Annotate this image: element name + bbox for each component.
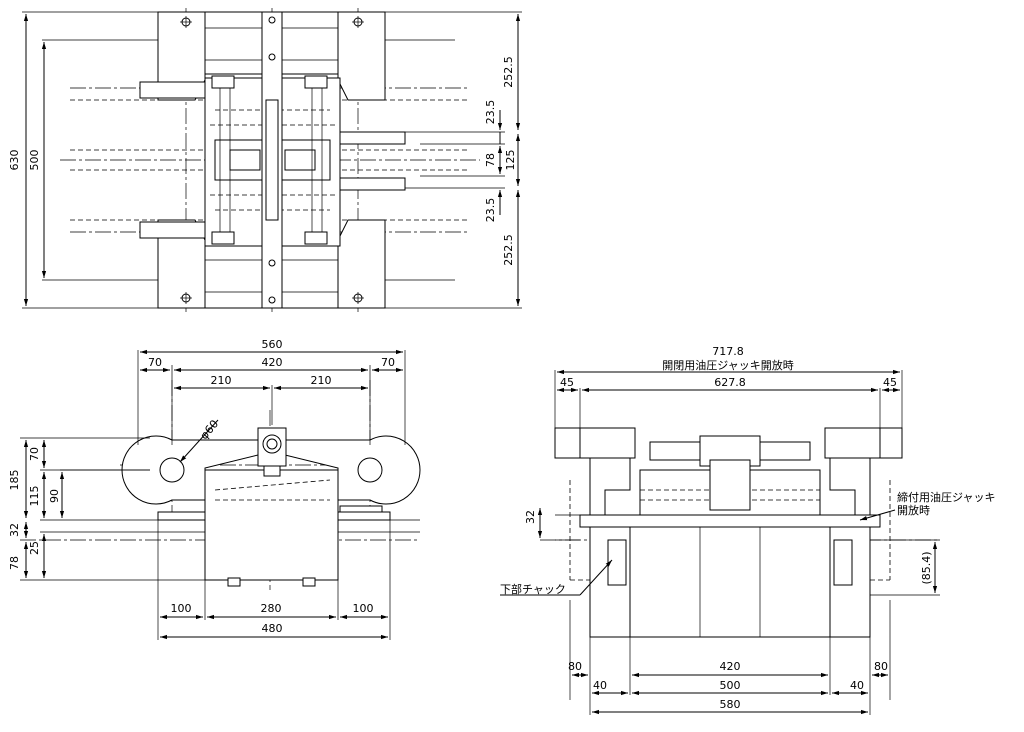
side-right-frame	[829, 457, 871, 516]
top-dim-125: 125	[504, 150, 517, 171]
top-dim-252-5-lower: 252.5	[502, 234, 515, 266]
front-jack-body	[204, 469, 339, 581]
front-dim-280: 280	[261, 602, 282, 615]
side-dim-45-left: 45	[560, 376, 574, 389]
side-dim-80-left: 80	[568, 660, 582, 673]
side-dim-85-4: (85.4)	[920, 551, 933, 584]
side-lower-body	[629, 526, 831, 638]
front-dim-90: 90	[48, 489, 61, 503]
side-dim-627-8: 627.8	[714, 376, 746, 389]
front-dim-560: 560	[262, 338, 283, 351]
top-left-arm-upper	[139, 81, 211, 99]
front-dim-100-left: 100	[171, 602, 192, 615]
side-label-clamp-jack-1: 締付用油圧ジャッキ	[897, 490, 995, 504]
front-dim-420: 420	[262, 356, 283, 369]
front-dim-70-vert: 70	[28, 447, 41, 461]
front-view: 560 70 420 70 210 210 φ60 185 70 115 90 …	[8, 338, 421, 640]
front-dim-70-right: 70	[381, 356, 395, 369]
top-dim-23-5-upper: 23.5	[484, 100, 497, 125]
top-dim-252-5-upper: 252.5	[502, 56, 515, 88]
top-dim-78: 78	[484, 153, 497, 167]
front-dim-78: 78	[8, 556, 21, 570]
front-dim-185: 185	[8, 470, 21, 491]
side-left-frame	[589, 457, 631, 516]
front-dim-480: 480	[262, 622, 283, 635]
top-dim-630: 630	[8, 150, 21, 171]
side-dim-80-right: 80	[874, 660, 888, 673]
side-dim-32: 32	[524, 510, 537, 524]
side-base-plate	[579, 514, 881, 528]
side-dim-40-right: 40	[850, 679, 864, 692]
side-label-lower-chuck: 下部チャック	[500, 582, 566, 596]
front-dim-32: 32	[8, 523, 21, 537]
side-right-cylinder	[824, 427, 881, 459]
side-left-cylinder	[579, 427, 636, 459]
front-left-pin-hole	[159, 457, 185, 483]
side-dim-40-left: 40	[593, 679, 607, 692]
side-dim-717-8: 717.8	[712, 345, 744, 358]
front-left-arm	[121, 435, 259, 505]
top-right-arm-upper	[329, 131, 406, 145]
front-dim-115: 115	[28, 486, 41, 507]
top-dim-23-5-lower: 23.5	[484, 198, 497, 223]
top-right-lower-block	[337, 219, 386, 309]
front-dim-210-right: 210	[311, 374, 332, 387]
top-view: 630 500 252.5 23.5 78 125 23.5 252.5	[8, 8, 522, 312]
side-label-clamp-jack-2: 開放時	[897, 503, 930, 517]
side-view: 開閉用油圧ジャッキ開放時 締付用油圧ジャッキ 開放時 下部チャック 717.8 …	[500, 345, 995, 715]
side-dim-420: 420	[720, 660, 741, 673]
top-right-arm-lower	[329, 177, 406, 191]
front-dim-210-left: 210	[211, 374, 232, 387]
side-dim-500: 500	[720, 679, 741, 692]
front-right-pin-hole	[357, 457, 383, 483]
front-dim-100-right: 100	[353, 602, 374, 615]
top-left-arm-lower	[139, 221, 211, 239]
top-dim-500: 500	[28, 150, 41, 171]
side-dim-580: 580	[720, 698, 741, 711]
side-dim-45-right: 45	[883, 376, 897, 389]
front-right-arm	[284, 435, 421, 505]
front-dim-25: 25	[28, 541, 41, 555]
top-right-upper-block	[337, 11, 386, 101]
front-dim-70-left: 70	[148, 356, 162, 369]
side-title-open-jack: 開閉用油圧ジャッキ開放時	[662, 358, 793, 372]
